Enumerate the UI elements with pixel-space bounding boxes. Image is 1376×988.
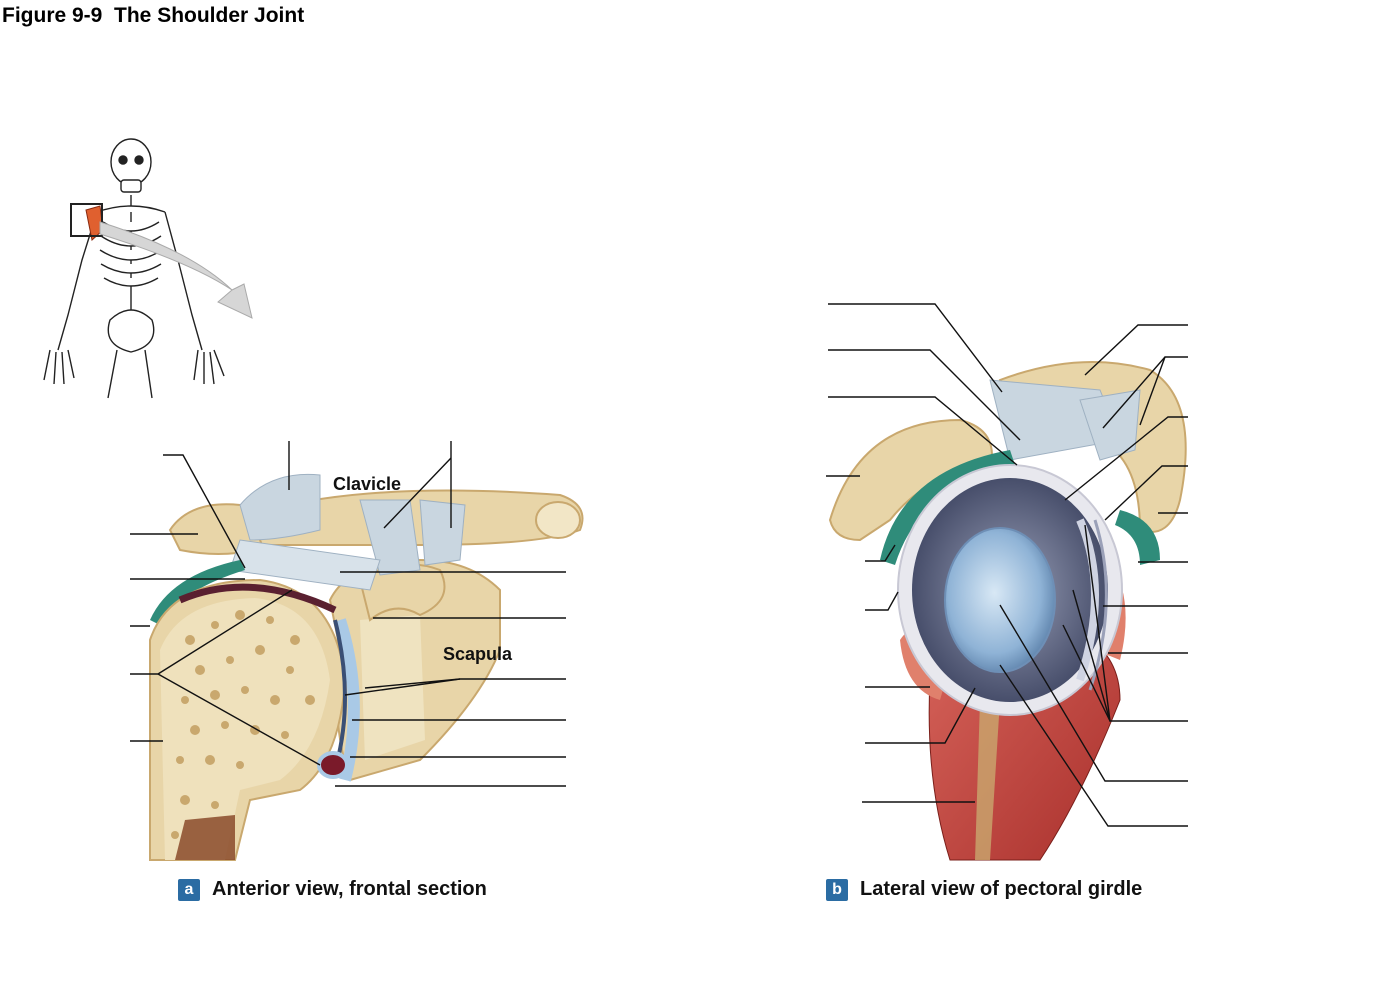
panel-b-leader-lines bbox=[826, 303, 1188, 827]
panel-a-caption-text: Anterior view, frontal section bbox=[212, 878, 487, 900]
zoom-arrow bbox=[99, 221, 253, 319]
clavicle-label: Clavicle bbox=[333, 474, 402, 494]
panel-b-caption: b Lateral view of pectoral girdle bbox=[826, 878, 1142, 901]
panel-a-leader-lines bbox=[130, 441, 566, 787]
panel-a-badge: a bbox=[178, 878, 200, 901]
panel-a-caption: a Anterior view, frontal section bbox=[178, 878, 487, 901]
panel-b-badge: b bbox=[826, 878, 848, 901]
panel-a-art bbox=[149, 473, 584, 861]
focus-box bbox=[70, 203, 103, 237]
panel-b-art bbox=[828, 361, 1187, 861]
figure-title: Figure 9-9 The Shoulder Joint bbox=[2, 4, 305, 27]
panel-b-caption-text: Lateral view of pectoral girdle bbox=[860, 878, 1143, 900]
scapula-label: Scapula bbox=[443, 644, 513, 664]
